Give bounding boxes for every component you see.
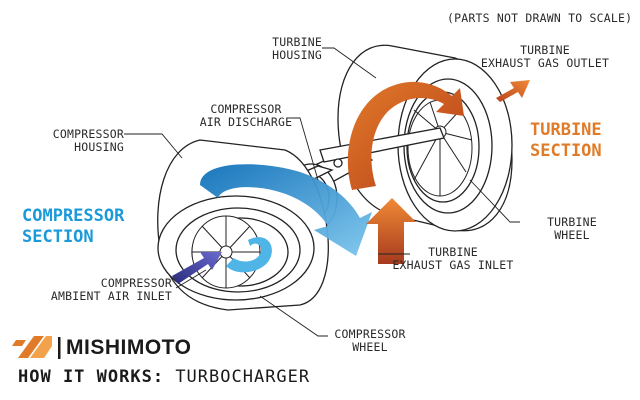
label-turbine-exhaust-inlet-line2: EXHAUST GAS INLET	[392, 258, 514, 272]
label-compressor-housing-line1: COMPRESSOR	[52, 127, 124, 141]
label-compressor-wheel-line1: COMPRESSOR	[334, 327, 406, 341]
tagline-topic: TURBOCHARGER	[175, 367, 311, 387]
label-compressor-air-discharge-line2: AIR DISCHARGE	[199, 115, 293, 129]
label-compressor-wheel-line2: WHEEL	[352, 340, 388, 354]
compressor-section-title: COMPRESSOR SECTION	[22, 206, 124, 248]
label-turbine-housing-line2: HOUSING	[272, 48, 322, 62]
label-compressor-housing-line2: HOUSING	[74, 140, 124, 154]
label-turbine-wheel-line2: WHEEL	[554, 228, 590, 242]
label-turbine-exhaust-inlet: TURBINE EXHAUST GAS INLET	[388, 246, 518, 272]
label-turbine-housing: TURBINE HOUSING	[258, 36, 322, 62]
label-turbine-exhaust-outlet: TURBINE EXHAUST GAS OUTLET	[470, 44, 620, 70]
turbine-section-title: TURBINE SECTION	[530, 120, 602, 162]
leader-lines	[124, 47, 520, 337]
brand-name: MISHIMOTO	[66, 336, 192, 359]
label-compressor-ambient-inlet: COMPRESSOR AMBIENT AIR INLET	[40, 277, 172, 303]
scale-note: (PARTS NOT DRAWN TO SCALE)	[447, 11, 633, 25]
compressor-inner-swirl-arrow	[226, 237, 272, 273]
tagline-bold: HOW IT WORKS:	[18, 367, 165, 387]
label-turbine-exhaust-outlet-line1: TURBINE	[520, 43, 570, 57]
label-turbine-exhaust-outlet-line2: EXHAUST GAS OUTLET	[480, 56, 610, 70]
compressor-section-line1: COMPRESSOR	[22, 206, 125, 226]
exhaust-inlet-arrow	[366, 198, 416, 264]
mishimoto-logo-icon	[12, 336, 61, 359]
label-compressor-air-discharge-line1: COMPRESSOR	[210, 102, 282, 116]
turbine-flow-arrow	[347, 81, 464, 190]
label-turbine-housing-line1: TURBINE	[272, 35, 322, 49]
ambient-inlet-arrow	[172, 252, 222, 284]
label-compressor-wheel: COMPRESSOR WHEEL	[328, 328, 412, 354]
label-compressor-air-discharge: COMPRESSOR AIR DISCHARGE	[196, 103, 296, 129]
label-compressor-ambient-inlet-line1: COMPRESSOR	[100, 276, 172, 290]
label-turbine-exhaust-inlet-line1: TURBINE	[428, 245, 478, 259]
compressor-flow-arrow	[200, 164, 372, 256]
label-turbine-wheel-line1: TURBINE	[547, 215, 597, 229]
brand-tagline: HOW IT WORKS: TURBOCHARGER	[18, 367, 310, 387]
label-turbine-wheel: TURBINE WHEEL	[526, 216, 618, 242]
exhaust-outlet-arrow	[496, 80, 530, 102]
turbine-section-line2: SECTION	[530, 141, 602, 161]
label-compressor-housing: COMPRESSOR HOUSING	[42, 128, 124, 154]
label-compressor-ambient-inlet-line2: AMBIENT AIR INLET	[50, 289, 172, 303]
compressor-section-line2: SECTION	[22, 227, 94, 247]
turbine-section-line1: TURBINE	[530, 120, 602, 140]
